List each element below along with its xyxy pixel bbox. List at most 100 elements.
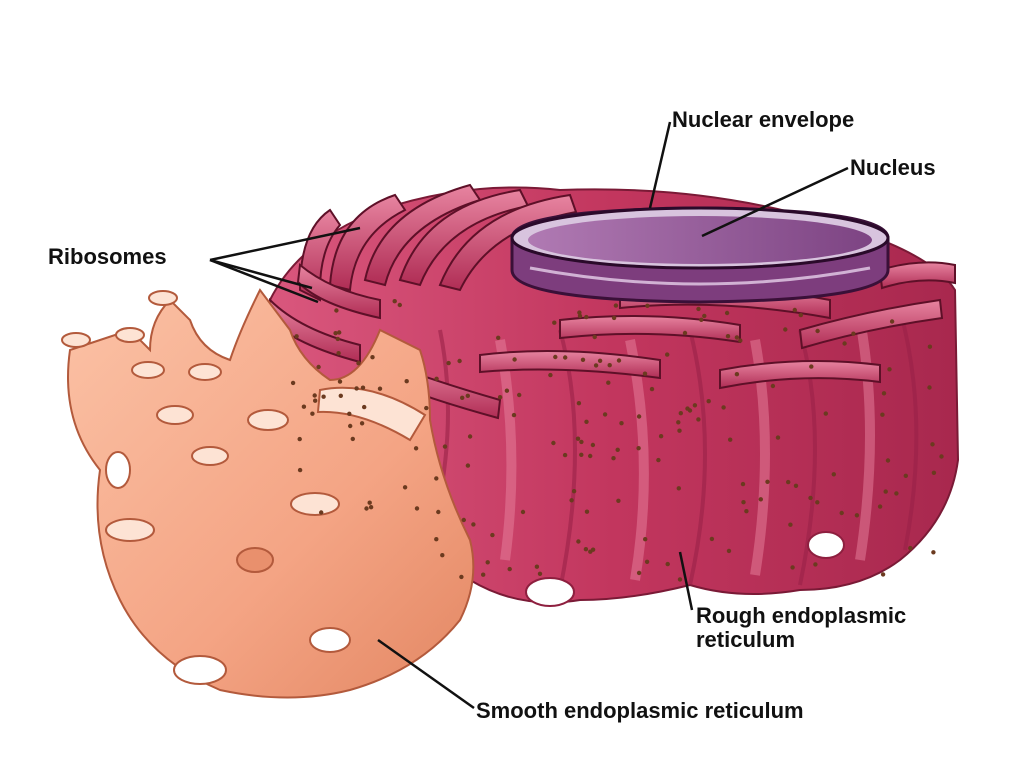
ribosome-dot: [642, 371, 648, 376]
ribosome-dot: [790, 565, 795, 570]
ribosome-dot: [908, 545, 913, 551]
ribosome-dot: [551, 440, 556, 446]
ribosome-dot: [696, 306, 701, 312]
ribosome-dot: [831, 472, 836, 477]
ribosome-dot: [348, 423, 353, 429]
ribosome-dot: [576, 401, 582, 406]
ribosome-dot: [788, 522, 793, 527]
ribosome-dot: [316, 364, 321, 370]
ribosome-dot: [460, 395, 465, 400]
rough-er-leader: [678, 551, 694, 611]
ribosome-dot: [354, 386, 359, 391]
ribosome-dot: [699, 317, 704, 322]
ribosome-dot: [362, 404, 367, 410]
ribosome-dot: [709, 536, 715, 542]
ribosome-dot: [903, 473, 908, 478]
ribosome-dot: [590, 547, 596, 552]
ribosomes-label: Ribosomes: [48, 244, 167, 269]
ribosome-dot: [677, 428, 682, 433]
ribosome-dot: [793, 483, 799, 488]
ribosome-dot: [682, 330, 688, 336]
ribosome-dot: [706, 399, 711, 404]
ribosome-dot: [696, 417, 701, 422]
ribosome-dot: [397, 302, 402, 308]
ribosome-dot: [770, 383, 776, 389]
ribosome-dot: [413, 446, 419, 451]
ribosome-dot: [676, 486, 681, 491]
ribosome-dot: [520, 509, 526, 515]
ribosome-dot: [885, 458, 891, 463]
ribosome-dot: [334, 308, 339, 313]
rough-er-label-line2: reticulum: [696, 627, 796, 652]
ribosome-dot: [656, 457, 661, 463]
ribosome-dot: [615, 447, 620, 452]
ribosome-dot: [839, 510, 844, 516]
ribosome-dot: [931, 550, 936, 555]
ribosome-dot: [575, 436, 581, 441]
ribosome-dot: [658, 434, 664, 439]
ribosome-dot: [297, 467, 303, 473]
ribosome-dot: [377, 386, 383, 391]
ribosome-dot: [616, 358, 622, 363]
ribosome-dot: [434, 537, 439, 542]
ribosome-dot: [312, 393, 317, 398]
ribosome-dot: [321, 394, 326, 399]
ribosome-dot: [883, 489, 888, 494]
ribosome-dot: [360, 385, 366, 390]
ribosome-dot: [740, 481, 746, 487]
ribosome-dot: [367, 500, 372, 505]
ribosome-dot: [350, 436, 355, 442]
ribosome-dot: [370, 355, 375, 360]
ribosome-dot: [927, 344, 933, 349]
ribosome-dot: [465, 463, 471, 468]
rough-er-label-line1: Rough endoplasmic: [696, 603, 907, 628]
ribosome-dot: [607, 363, 612, 368]
ribosome-dot: [579, 452, 584, 457]
ribosome-dot: [436, 509, 441, 515]
ribosome-dot: [537, 571, 543, 576]
ribosome-dot: [644, 559, 650, 564]
ribosome-dot: [677, 577, 683, 582]
ribosome-dot: [842, 341, 847, 346]
ribosomes-leader-1: [209, 226, 361, 262]
ribosome-dot: [783, 327, 788, 332]
ribosome-dot: [512, 357, 517, 362]
ribosome-dot: [517, 392, 522, 398]
ribosomes-leader-3: [209, 258, 319, 304]
ribosome-dot: [434, 376, 439, 381]
ribosome-dot: [854, 513, 860, 518]
ribosome-dot: [333, 331, 338, 336]
ribosome-dot: [593, 363, 599, 368]
smooth-er-leader: [377, 638, 475, 710]
ribosome-dot: [584, 314, 589, 320]
ribosome-dot: [392, 299, 397, 304]
ribosome-dot: [402, 485, 408, 490]
ribosome-dot: [880, 412, 885, 417]
ribosome-dot: [440, 553, 445, 558]
ribosome-dot: [569, 498, 574, 503]
rough-er-label: Rough endoplasmic reticulum: [696, 604, 906, 652]
ribosomes-leader-2: [209, 258, 313, 290]
ribosome-dot: [588, 453, 593, 459]
ribosome-dots: [290, 299, 944, 582]
ribosome-dot: [702, 313, 707, 319]
ribosome-dot: [611, 315, 617, 321]
ribosome-dot: [734, 372, 740, 377]
nuclear-envelope-leader: [648, 121, 672, 209]
ribosome-dot: [685, 406, 690, 411]
ribosome-dot: [592, 334, 597, 340]
ribosome-dot: [619, 421, 624, 426]
ribosome-dot: [577, 310, 582, 315]
ribosome-dot: [404, 379, 409, 384]
ribosome-dot: [823, 411, 828, 416]
ribosome-dot: [511, 412, 517, 418]
ribosome-dot: [894, 491, 899, 496]
ribosome-dot: [930, 442, 935, 447]
ribosome-dot: [319, 510, 324, 515]
ribosome-dot: [744, 509, 749, 514]
ribosome-dot: [809, 364, 814, 369]
nucleus-label: Nucleus: [850, 155, 936, 180]
ribosome-dot: [808, 495, 813, 501]
ribosome-dot: [548, 372, 553, 378]
ribosome-dot: [465, 393, 470, 398]
